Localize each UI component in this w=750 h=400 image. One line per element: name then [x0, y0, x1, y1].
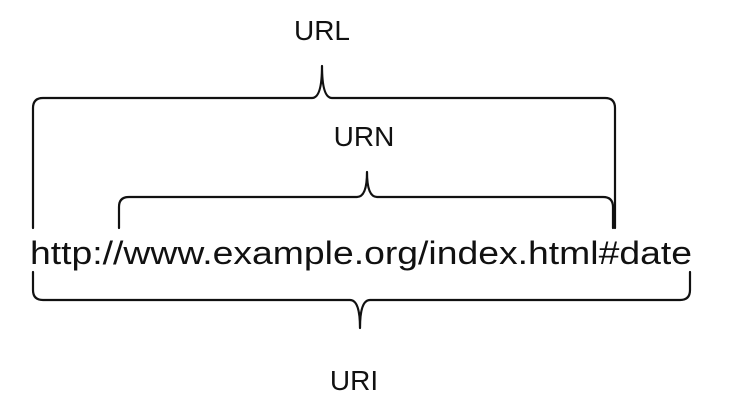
- uri-brace: [31, 270, 692, 330]
- urn-brace: [117, 170, 615, 230]
- url-brace: [31, 64, 617, 230]
- uri-label: URI: [330, 365, 378, 396]
- urn-label: URN: [334, 121, 395, 152]
- uri-string: http://www.example.org/index.html#date: [30, 235, 692, 271]
- url-label: URL: [294, 15, 350, 46]
